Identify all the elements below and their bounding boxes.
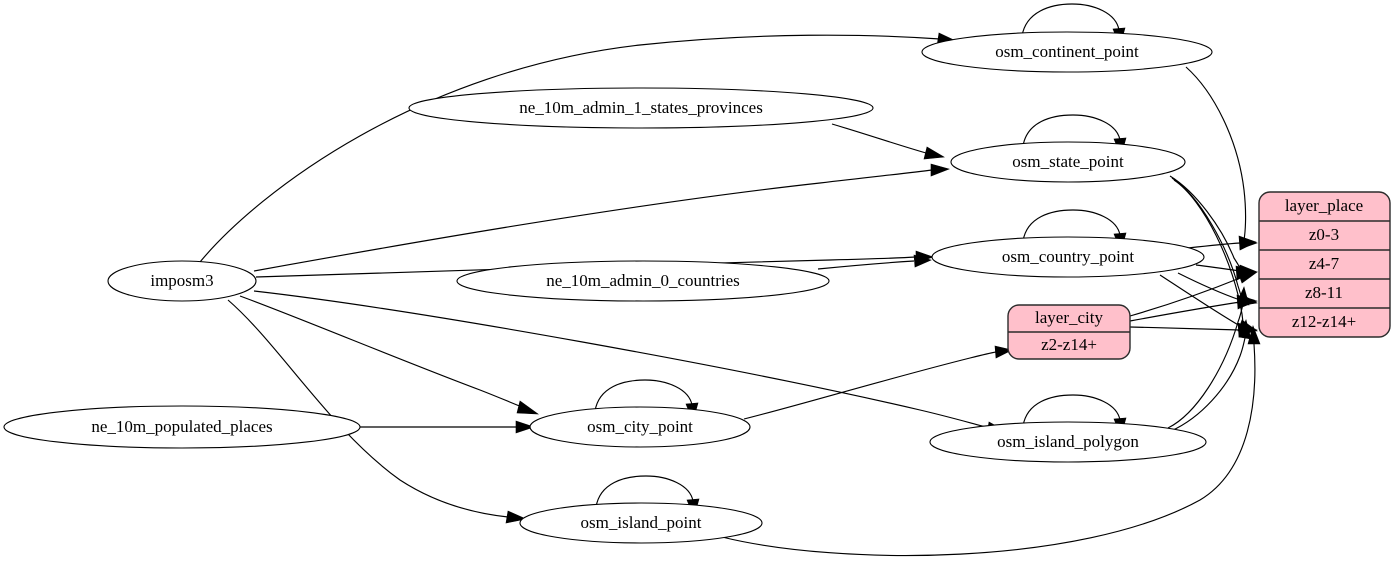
- node-label: ne_10m_populated_places: [91, 417, 272, 436]
- arrowhead: [1247, 325, 1261, 345]
- edge-osm-country-point-to-layer-place-z0-3: [1187, 242, 1241, 249]
- node-ne-10m-admin-0-countries[interactable]: ne_10m_admin_0_countries: [456, 260, 830, 302]
- edge-self-loop-osm-island-polygon: [1022, 394, 1121, 427]
- record-header-layer-place: layer_place: [1285, 196, 1363, 215]
- node-ne-10m-populated-places[interactable]: ne_10m_populated_places: [3, 405, 361, 449]
- arrowhead: [515, 420, 535, 434]
- node-label: osm_island_point: [581, 513, 702, 532]
- node-osm-state-point[interactable]: osm_state_point: [950, 141, 1186, 183]
- node-osm-continent-point[interactable]: osm_continent_point: [921, 31, 1213, 73]
- arrowhead: [1236, 286, 1250, 306]
- node-osm-country-point[interactable]: osm_country_point: [931, 236, 1205, 278]
- record-layer-city[interactable]: layer_city z2-z14+: [1007, 304, 1131, 360]
- edge-imposm3-to-osm-island-point: [227, 299, 509, 518]
- node-shape: [529, 406, 751, 448]
- edge-ne-countries-to-osm-country-point: [817, 260, 915, 270]
- edge-osm-island-polygon-to-layer-place-z12-z14: [1170, 337, 1246, 432]
- record-layer: layer_city z2-z14+ layer_place z0-3 z4-7…: [1007, 191, 1391, 360]
- node-shape: [931, 236, 1205, 278]
- node-ne-10m-admin-1-states-provinces[interactable]: ne_10m_admin_1_states_provinces: [408, 87, 874, 129]
- record-row-layer-city-z2-z14[interactable]: z2-z14+: [1041, 335, 1097, 354]
- arrowhead: [923, 146, 945, 160]
- node-label: osm_island_polygon: [997, 432, 1139, 451]
- node-imposm3[interactable]: imposm3: [107, 260, 257, 302]
- edge-layer-city-to-layer-place-z4-7: [1129, 277, 1241, 317]
- arrowhead: [516, 400, 539, 415]
- arrowhead: [913, 254, 932, 268]
- node-label: osm_country_point: [1002, 247, 1134, 266]
- node-label: osm_city_point: [587, 417, 693, 436]
- edge-layer: [199, 3, 1261, 557]
- node-shape: [929, 421, 1207, 463]
- arrowhead: [1239, 236, 1258, 250]
- record-row-layer-place-z8-11[interactable]: z8-11: [1305, 283, 1343, 302]
- node-label: osm_state_point: [1012, 152, 1124, 171]
- node-shape: [950, 141, 1186, 183]
- record-header-layer-city: layer_city: [1035, 308, 1103, 327]
- edge-layer-city-to-layer-place-z12-z14: [1129, 326, 1241, 331]
- node-label: imposm3: [150, 271, 213, 290]
- node-label: ne_10m_admin_1_states_provinces: [519, 98, 763, 117]
- record-row-layer-place-z12-z14[interactable]: z12-z14+: [1292, 312, 1356, 331]
- node-shape: [921, 31, 1213, 73]
- edge-osm-city-point-to-layer-city: [743, 351, 997, 420]
- edge-imposm3-to-osm-city-point: [239, 295, 523, 408]
- edge-osm-country-point-to-layer-place-z12-z14: [1159, 274, 1241, 327]
- edge-imposm3-to-osm-continent-point: [199, 34, 941, 263]
- edge-osm-country-point-to-layer-place-z8-11: [1177, 272, 1241, 301]
- record-shape: [1258, 191, 1391, 338]
- edge-osm-island-polygon-to-layer-place-z8-11: [1167, 303, 1244, 429]
- arrowhead: [930, 163, 950, 177]
- node-osm-island-polygon[interactable]: osm_island_polygon: [929, 421, 1207, 463]
- arrowhead: [1237, 271, 1258, 284]
- node-label: ne_10m_admin_0_countries: [546, 271, 740, 290]
- edge-self-loop-osm-state-point: [1022, 114, 1121, 147]
- edge-imposm3-to-osm-island-polygon: [253, 290, 991, 429]
- node-osm-city-point[interactable]: osm_city_point: [529, 406, 751, 448]
- record-row-layer-place-z0-3[interactable]: z0-3: [1309, 225, 1339, 244]
- node-shape: [456, 260, 830, 302]
- node-layer: imposm3 ne_10m_admin_1_states_provinces …: [3, 31, 1213, 544]
- record-layer-place[interactable]: layer_place z0-3 z4-7 z8-11 z12-z14+: [1258, 191, 1391, 338]
- node-shape: [3, 405, 361, 449]
- edge-self-loop-osm-city-point: [594, 379, 693, 412]
- node-shape: [408, 87, 874, 129]
- node-osm-island-point[interactable]: osm_island_point: [519, 502, 763, 544]
- edge-self-loop-osm-island-point: [595, 475, 694, 508]
- edge-self-loop-osm-continent-point: [1021, 3, 1120, 37]
- edge-ne-states-to-osm-state-point: [831, 123, 927, 154]
- edge-imposm3-to-osm-state-point: [253, 169, 933, 272]
- node-label: osm_continent_point: [995, 42, 1139, 61]
- edge-osm-country-point-to-layer-place-z4-7: [1195, 264, 1241, 272]
- edge-osm-island-point-to-layer-place-z12-z14: [721, 343, 1256, 557]
- record-row-layer-place-z4-7[interactable]: z4-7: [1309, 254, 1340, 273]
- edge-osm-continent-point-to-layer-place-z0-3: [1185, 66, 1247, 241]
- edge-self-loop-osm-country-point: [1022, 209, 1121, 242]
- edge-layer-city-to-layer-place-z8-11: [1129, 301, 1241, 322]
- arrowhead: [1238, 319, 1252, 340]
- node-shape: [519, 502, 763, 544]
- node-shape: [107, 260, 257, 302]
